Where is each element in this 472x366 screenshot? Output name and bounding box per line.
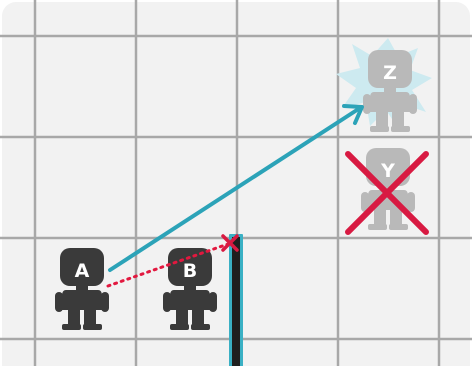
wall bbox=[232, 237, 240, 366]
figure-a-label: A bbox=[75, 260, 90, 282]
figure-b-label: B bbox=[183, 260, 197, 282]
figure-y-label: Y bbox=[380, 160, 395, 182]
figure-z-label: Z bbox=[383, 62, 397, 84]
